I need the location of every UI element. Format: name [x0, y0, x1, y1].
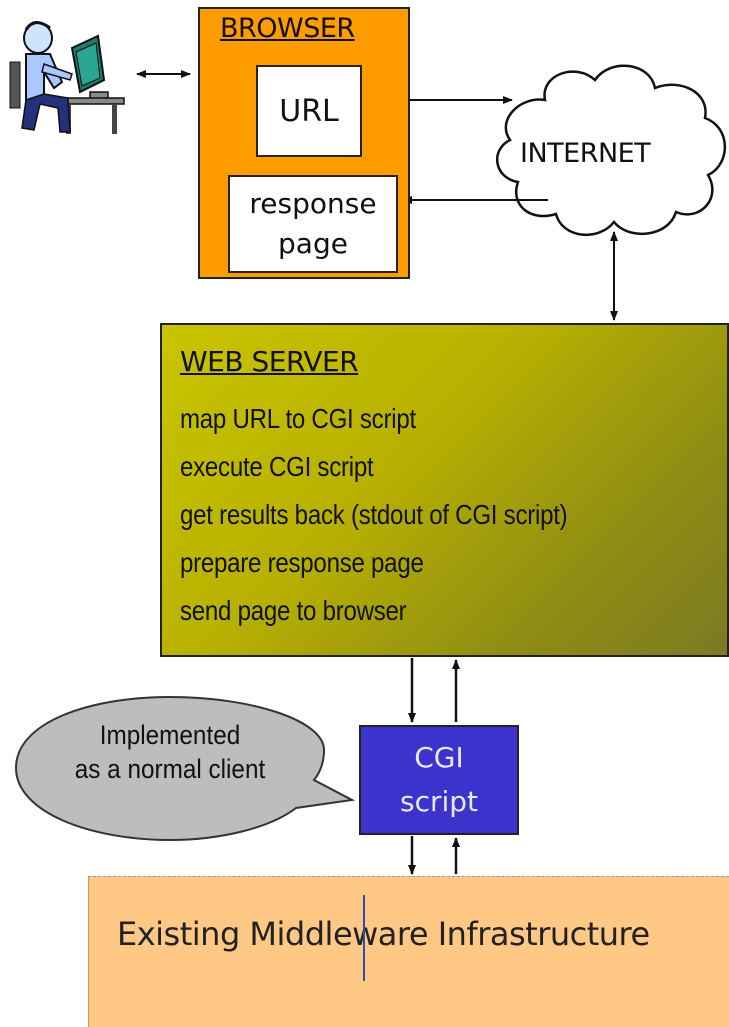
callout-line-2: as a normal client: [74, 754, 266, 784]
browser-box: BROWSER URL response page: [198, 7, 410, 279]
callout-line-1: Implemented: [99, 720, 241, 750]
callout-text: Implemented as a normal client: [35, 718, 305, 786]
response-line-2: page: [278, 227, 348, 260]
web-server-title: WEB SERVER: [180, 345, 359, 378]
cloud-icon: [495, 64, 727, 236]
cgi-line-2: script: [399, 785, 479, 818]
middleware-box: Existing Middleware Infrastructure: [88, 876, 729, 1027]
web-server-step: prepare response page: [180, 547, 424, 578]
url-label: URL: [279, 93, 339, 129]
internet-label: INTERNET: [520, 138, 651, 169]
url-box: URL: [256, 65, 362, 157]
web-server-step: send page to browser: [180, 595, 407, 626]
web-server-box: WEB SERVER map URL to CGI script execute…: [160, 323, 729, 657]
web-server-step: map URL to CGI script: [180, 403, 416, 434]
browser-title: BROWSER: [220, 13, 355, 44]
cgi-line-1: CGI: [414, 741, 464, 774]
callout-bubble: [14, 695, 356, 842]
text-cursor: [363, 895, 365, 981]
response-line-1: response: [249, 187, 377, 220]
user-at-computer-icon: [9, 21, 125, 134]
middleware-label: Existing Middleware Infrastructure: [117, 915, 650, 953]
cgi-script-box: CGI script: [359, 725, 519, 835]
response-page-box: response page: [228, 175, 398, 273]
web-server-step: execute CGI script: [180, 451, 374, 482]
web-server-step: get results back (stdout of CGI script): [180, 499, 568, 530]
